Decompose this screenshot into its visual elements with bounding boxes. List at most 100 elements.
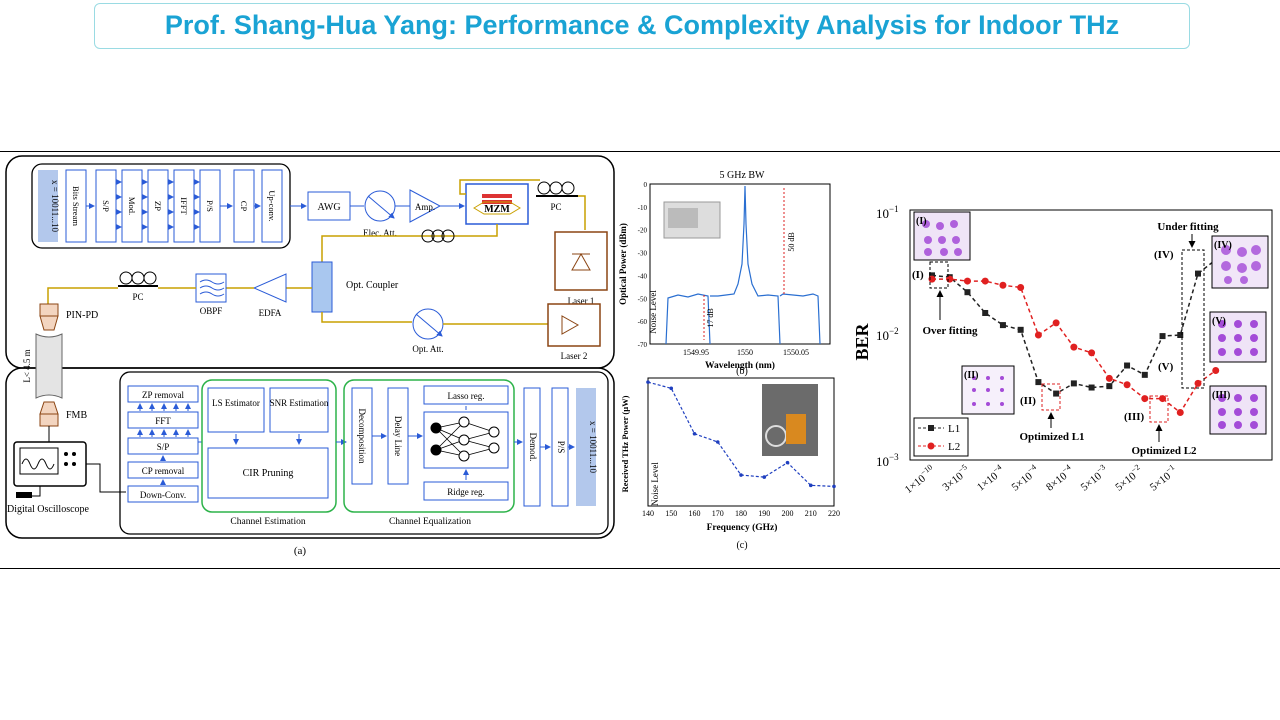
power-noise-label: Noise Level bbox=[650, 462, 660, 506]
ber-point-L2 bbox=[981, 277, 989, 285]
power-xtick: 170 bbox=[712, 509, 724, 518]
ber-label-I: (I) bbox=[912, 269, 924, 281]
svg-text:(I): (I) bbox=[916, 216, 927, 227]
spectrum-title: 5 GHz BW bbox=[720, 170, 766, 181]
spectrum-ytick: -40 bbox=[638, 272, 648, 280]
spectrum-ytick: -70 bbox=[638, 341, 648, 349]
ber-point-L2 bbox=[1176, 408, 1184, 416]
optimized-l2-label: Optimized L2 bbox=[1131, 445, 1197, 457]
demod: Demod. bbox=[528, 433, 538, 462]
ber-xtick: 8×10−4 bbox=[1042, 463, 1076, 494]
rx-sp: S/P bbox=[157, 442, 170, 452]
rx-ps: P/S bbox=[556, 441, 566, 454]
spectrum-ytick: -60 bbox=[638, 318, 648, 326]
pin-pd-label: PIN-PD bbox=[66, 310, 98, 321]
ber-point-L1 bbox=[1195, 270, 1201, 277]
tx-input-bits bbox=[38, 170, 58, 242]
ber-ytick-2: 10−2 bbox=[876, 326, 899, 343]
elec-att-label: Elec. Att. bbox=[363, 228, 397, 238]
ber-point-L2 bbox=[1052, 319, 1060, 327]
scope-label: Digital Oscilloscope bbox=[7, 504, 89, 515]
spectrum-17db-label: 17 dB bbox=[706, 308, 715, 327]
ber-point-L1 bbox=[1035, 379, 1042, 386]
rx-cp-removal: CP removal bbox=[142, 466, 185, 476]
awg-label: AWG bbox=[317, 202, 340, 213]
power-xlabel: Frequency (GHz) bbox=[707, 522, 778, 533]
power-point bbox=[785, 460, 790, 465]
rx-output-bits-label: x = 10011...10 bbox=[588, 421, 598, 473]
amp-label: Amp. bbox=[415, 202, 435, 212]
ber-point-L2 bbox=[1159, 395, 1167, 403]
spectrum-xlabel: Wavelength (nm) bbox=[705, 360, 775, 371]
ber-point-L2 bbox=[999, 281, 1007, 289]
rx-zp-removal: ZP removal bbox=[142, 390, 184, 400]
ber-legend: L1 L2 bbox=[913, 417, 969, 457]
ber-point-L1 bbox=[1017, 326, 1024, 333]
spectrum-xtick: 1550 bbox=[737, 348, 753, 357]
spectrum-ytick: -30 bbox=[638, 250, 648, 258]
tx-block-bits-stream: Bits Stream bbox=[71, 186, 81, 226]
system-diagram: x = 10011...10 Bits Stream S/P Mod. ZP I… bbox=[5, 155, 615, 557]
power-xtick: 210 bbox=[805, 509, 817, 518]
ber-xtick: 5×10−3 bbox=[1077, 463, 1111, 494]
ls-estimator: LS Estimator bbox=[212, 398, 260, 408]
ber-xtick: 5×10−4 bbox=[1008, 463, 1042, 494]
power-point bbox=[715, 440, 720, 444]
ber-point-L1 bbox=[999, 322, 1006, 329]
rx-output-bits bbox=[576, 388, 596, 506]
power-xtick: 200 bbox=[782, 509, 794, 518]
power-ylabel: Received THz Power (μW) bbox=[620, 395, 630, 492]
power-plot-area bbox=[647, 377, 835, 507]
ber-point-L2 bbox=[1123, 381, 1131, 389]
optimized-l1-label: Optimized L1 bbox=[1019, 431, 1084, 443]
underfit-box bbox=[1181, 249, 1205, 389]
ber-point-L1 bbox=[982, 309, 989, 316]
spectrum-xtick: 1550.05 bbox=[783, 348, 809, 357]
ber-label-III: (III) bbox=[1124, 411, 1145, 423]
pc-top-icon bbox=[537, 181, 575, 195]
pc-top-label: PC bbox=[550, 202, 561, 212]
tx-block-upconv: Up-conv. bbox=[267, 190, 277, 221]
ber-point-L1 bbox=[929, 272, 935, 279]
spectrum-plot-area bbox=[649, 183, 831, 345]
power-xtick: 150 bbox=[665, 509, 677, 518]
bottom-rule bbox=[0, 568, 1280, 569]
lasso-reg: Lasso reg. bbox=[448, 391, 485, 401]
under-fitting-label: Under fitting bbox=[1157, 221, 1219, 233]
ber-xtick: 1×10−4 bbox=[973, 463, 1007, 494]
ber-point-L1 bbox=[1177, 332, 1184, 338]
power-point bbox=[762, 475, 767, 479]
tx-input-bits-label: x = 10011...10 bbox=[50, 180, 60, 232]
decomposition: Decomposition bbox=[357, 409, 367, 464]
inset-V: (V) bbox=[1209, 311, 1267, 363]
amp-icon bbox=[409, 189, 442, 223]
ber-point-L1 bbox=[1124, 362, 1131, 369]
rx-stack: ZP removal FFT S/P CP removal Down-Conv. bbox=[127, 385, 199, 503]
ber-point-L1 bbox=[1053, 390, 1060, 397]
spectrum-ytick: 0 bbox=[644, 181, 648, 189]
panel-b-caption: (b) bbox=[736, 366, 748, 377]
cir-pruning: CIR Pruning bbox=[243, 468, 294, 479]
ber-plot-area bbox=[909, 209, 1273, 461]
spectrum-trace bbox=[665, 185, 821, 345]
power-point bbox=[832, 484, 836, 489]
inset-IV: (IV) bbox=[1211, 235, 1269, 289]
tx-block-chain: Bits Stream S/P Mod. ZP IFFT P/S CP Up-c… bbox=[65, 169, 283, 243]
tx-block-sp: S/P bbox=[101, 200, 111, 212]
opt-coupler-box bbox=[311, 261, 333, 313]
over-fitting-label: Over fitting bbox=[922, 325, 978, 337]
power-point bbox=[692, 431, 697, 436]
fmb-icon bbox=[39, 413, 59, 427]
overfit-box bbox=[929, 261, 949, 289]
ber-point-L2 bbox=[1105, 374, 1113, 382]
ber-point-L2 bbox=[1088, 349, 1096, 357]
ber-point-L2 bbox=[1070, 343, 1078, 351]
ber-label-V: (V) bbox=[1158, 361, 1174, 373]
tx-block-ifft: IFFT bbox=[179, 197, 189, 215]
power-point bbox=[739, 473, 743, 477]
ridge-reg: Ridge reg. bbox=[447, 487, 485, 497]
spectrum-xtick: 1549.95 bbox=[683, 348, 709, 357]
tx-block-mod: Mod. bbox=[127, 197, 137, 215]
ber-xtick: 5×10−2 bbox=[1111, 463, 1145, 494]
